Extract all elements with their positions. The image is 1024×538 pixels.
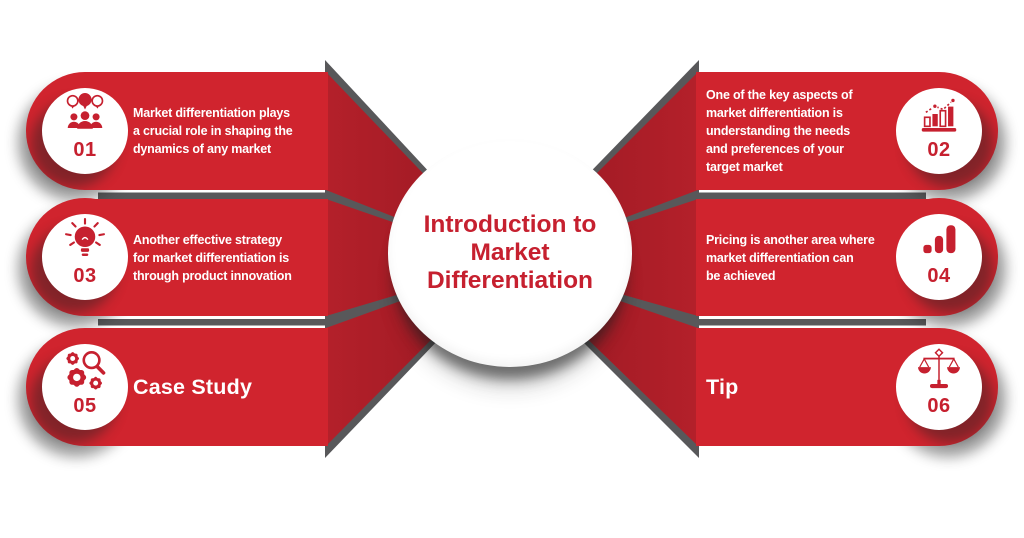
item-05-icon-disc: 05 — [42, 344, 128, 430]
row-gap-shadow — [98, 192, 334, 199]
growth-bars-icon — [923, 225, 956, 254]
row-gap-shadow — [690, 319, 926, 326]
audience-speech-bubbles-icon — [66, 93, 104, 129]
item-01-text: Market differentiation plays a crucial r… — [133, 106, 293, 156]
item-04-number: 04 — [927, 265, 951, 287]
item-04-text: Pricing is another area where market dif… — [706, 232, 875, 283]
item-01-number: 01 — [73, 139, 97, 161]
row-gap-shadow — [98, 319, 334, 326]
bar-chart-trend-icon — [921, 97, 957, 132]
item-05-number: 05 — [73, 395, 97, 417]
item-02-number: 02 — [927, 139, 951, 161]
page-title: Introduction to Market Differentiation — [423, 211, 597, 294]
item-02-icon-disc: 02 — [896, 88, 982, 174]
item-06-text: Tip — [706, 375, 739, 399]
balance-scale-icon — [918, 348, 960, 389]
item-06-icon-disc: 06 — [896, 344, 982, 430]
item-05-text: Case Study — [133, 375, 253, 399]
item-02-text: One of the key aspects of market differe… — [706, 88, 853, 174]
lightbulb-icon — [65, 217, 105, 257]
item-06-number: 06 — [927, 395, 951, 417]
row-gap-shadow — [690, 192, 926, 199]
center-circle: Introduction to Market Differentiation — [388, 139, 632, 367]
item-01-icon-disc: 01 — [42, 88, 128, 174]
gears-magnifier-icon — [66, 351, 106, 390]
item-03-text: Another effective strategy for market di… — [133, 232, 292, 283]
item-04-icon-disc: 04 — [896, 214, 982, 300]
item-03-number: 03 — [73, 265, 97, 287]
item-03-icon-disc: 03 — [42, 214, 128, 300]
